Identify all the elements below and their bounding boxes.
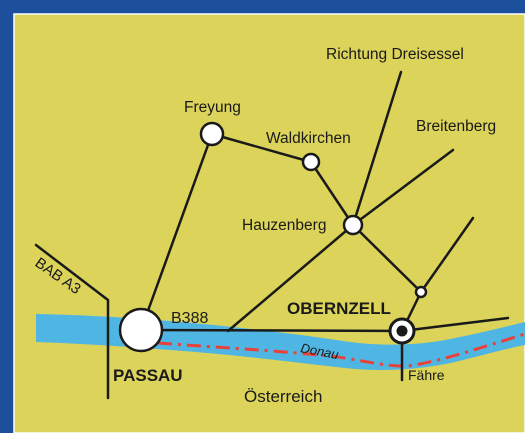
label-b388: B388	[171, 310, 208, 327]
town-marker-icon	[199, 121, 225, 147]
town-markers	[118, 121, 428, 353]
label-austria: Österreich	[244, 387, 322, 406]
road-hauzenberg-b388	[226, 223, 355, 333]
road-to-breitenberg	[351, 148, 455, 227]
label-obernzell: OBERNZELL	[287, 299, 391, 318]
town-marker-icon	[342, 214, 364, 236]
label-passau: PASSAU	[113, 366, 183, 385]
road-waldkirchen-hauzenberg	[309, 160, 355, 227]
road-passau-freyung	[139, 132, 214, 332]
town-marker-icon	[301, 152, 321, 172]
label-waldkirchen: Waldkirchen	[266, 130, 351, 147]
label-breitenberg: Breitenberg	[416, 118, 496, 135]
road-freyung-waldkirchen	[210, 132, 313, 164]
label-faehre: Fähre	[408, 367, 445, 383]
inner-frame	[13, 13, 525, 433]
town-center-dot	[396, 325, 408, 337]
border-line	[157, 332, 525, 368]
town-marker-icon	[118, 307, 164, 353]
label-donau: Donau	[299, 340, 339, 362]
label-hauzenberg: Hauzenberg	[242, 217, 326, 234]
label-freyung: Freyung	[184, 99, 241, 116]
town-marker-icon	[414, 285, 428, 299]
road-to-dreisessel	[351, 70, 403, 227]
label-dreisessel: Richtung Dreisessel	[326, 46, 464, 63]
road-a3	[34, 243, 110, 400]
road-junction-northeast	[419, 216, 475, 294]
road-hauzenberg-junction	[351, 223, 423, 294]
